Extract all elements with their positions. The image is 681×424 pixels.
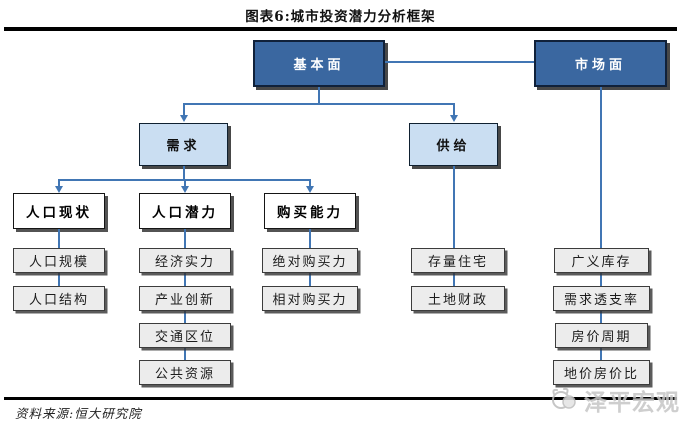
node-transport-location: 交通区位 xyxy=(139,323,231,348)
node-housing-stock: 存量住宅 xyxy=(411,248,505,273)
arrow-to-population-potential-icon xyxy=(181,186,189,193)
connector-chain xyxy=(600,348,602,360)
sheep-logo-icon xyxy=(551,384,581,416)
connector-chain xyxy=(184,311,186,323)
node-relative-purchasing-power: 相对购买力 xyxy=(262,286,358,311)
connector-to-supply xyxy=(453,103,455,116)
node-supply: 供给 xyxy=(409,123,498,166)
connector-chain xyxy=(453,273,455,286)
node-demand-overdraft-rate: 需求透支率 xyxy=(553,286,650,311)
connector-supply-stem xyxy=(453,166,455,248)
connector-to-population-potential xyxy=(184,179,186,187)
connector-chain xyxy=(600,311,602,323)
connector-fundamental-market xyxy=(385,61,534,63)
page-title: 图表6:城市投资潜力分析框架 xyxy=(245,9,436,25)
connector-market-stem xyxy=(600,87,602,248)
top-rule xyxy=(4,27,677,31)
connector-demand-stem xyxy=(183,166,185,180)
watermark: 泽平宏观 xyxy=(551,383,680,417)
arrow-to-purchasing-power-icon xyxy=(306,186,314,193)
node-land-price-house-price-ratio: 地价房价比 xyxy=(553,360,650,385)
connector-chain xyxy=(600,273,602,286)
node-public-resources: 公共资源 xyxy=(139,360,231,385)
connector-to-demand xyxy=(183,103,185,116)
connector-to-population-status xyxy=(58,179,60,187)
arrow-to-population-status-icon xyxy=(55,186,63,193)
node-economic-strength: 经济实力 xyxy=(139,248,231,273)
node-demand: 需求 xyxy=(139,123,228,166)
connector-chain xyxy=(58,273,60,286)
node-population-status: 人口现状 xyxy=(13,193,105,229)
node-industrial-innovation: 产业创新 xyxy=(139,286,231,311)
connector-chain xyxy=(184,229,186,248)
node-population-scale: 人口规模 xyxy=(13,248,105,273)
connector-chain xyxy=(309,273,311,286)
connector-level2-branch xyxy=(183,103,454,105)
connector-to-purchasing-power xyxy=(309,179,311,187)
bottom-rule xyxy=(4,397,677,400)
arrow-to-supply-icon xyxy=(450,115,458,122)
connector-chain xyxy=(309,229,311,248)
watermark-text: 泽平宏观 xyxy=(584,390,680,416)
node-population-potential: 人口潜力 xyxy=(139,193,231,229)
connector-fundamental-stem xyxy=(318,87,320,104)
node-absolute-purchasing-power: 绝对购买力 xyxy=(262,248,358,273)
connector-chain xyxy=(184,348,186,360)
node-fundamental: 基本面 xyxy=(253,40,385,87)
connector-chain xyxy=(184,273,186,286)
node-population-structure: 人口结构 xyxy=(13,286,105,311)
node-market: 市场面 xyxy=(534,40,667,87)
node-house-price-cycle: 房价周期 xyxy=(555,323,648,348)
arrow-to-demand-icon xyxy=(180,115,188,122)
connector-chain xyxy=(58,229,60,248)
node-broad-inventory: 广义库存 xyxy=(554,248,649,273)
source-note: 资料来源:恒大研究院 xyxy=(15,406,142,421)
node-purchasing-power: 购买能力 xyxy=(264,193,356,229)
node-land-finance: 土地财政 xyxy=(411,286,505,311)
